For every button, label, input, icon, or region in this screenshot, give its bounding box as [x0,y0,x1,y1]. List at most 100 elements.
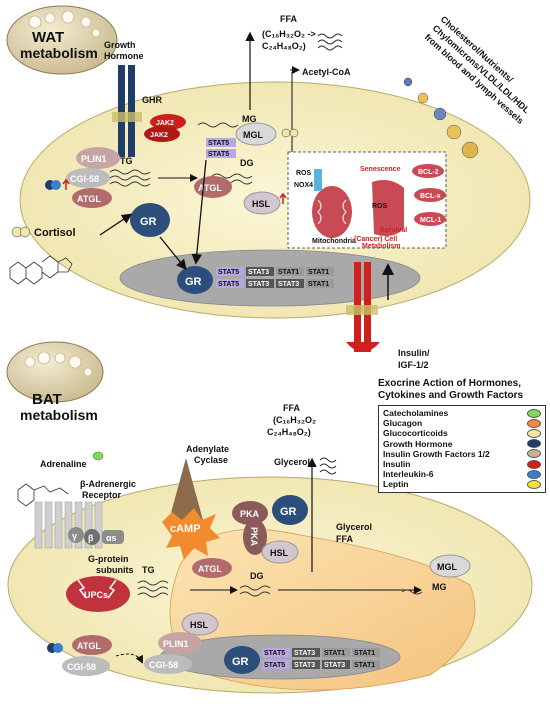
mcl1-label: MCL-1 [420,217,441,224]
bat-hsl-label: HSL [270,548,289,558]
stat5-label: STAT5 [218,269,239,276]
bat-nuclear-stats: STAT5 STAT3 STAT1 STAT1 STAT5 STAT3 STAT… [262,648,380,669]
wat-hsl-enzyme [243,191,281,215]
growth-hormone-label-1: Growth [104,40,136,50]
legend-item: Insulin Growth Factors 1/2 [383,449,541,459]
gamma-label: γ [72,531,77,541]
wat-gr-cyto [130,203,170,237]
legend-swatch-icon [527,429,541,438]
legend-item: Interleukin-6 [383,469,541,479]
stat1-label: STAT1 [308,281,329,288]
legend-item-label: Insulin [383,459,411,470]
cancer-metabolism-label-2: Metabolism [362,243,401,250]
wat-title-line1: WAT [32,29,64,46]
bat-atgl-upper [192,558,232,578]
nox4-label: NOX4 [294,182,313,189]
wat-title-line2: metabolism [20,45,98,61]
stat5-label: STAT5 [218,281,239,288]
ghr-receptor-right [128,65,135,157]
bat-gr-nucleus-label: GR [232,656,249,668]
mcl1-shape [414,212,446,226]
stat3-label: STAT3 [248,281,269,288]
legend-item-label: Glucagon [383,418,423,429]
adenylate-cyclase-label-1: Adenylate [186,444,229,454]
membrane-band [112,112,142,122]
stat5-label: STAT5 [264,650,285,657]
bat-tg-label: TG [142,565,155,575]
stat3-label: STAT3 [294,650,315,657]
bat-cgi58-right-label: CGI-58 [149,660,178,670]
stat3-label: STAT3 [324,662,345,669]
bcl2-shape [412,164,444,178]
wat-nucleus [119,249,421,307]
legend-item: Insulin [383,459,541,469]
gprotein-label-1: G-protein [88,554,129,564]
adenylate-cyclase-icon [168,458,204,524]
wat-atgl-left [72,188,112,208]
wat-atgl-left-label: ATGL [77,194,101,204]
bat-gr-cyto [272,495,308,525]
bat-droplets-icon [24,351,93,377]
bclx-label: BCL-x [420,193,441,200]
insulin-label-2: IGF-1/2 [398,360,429,370]
stat3-label: STAT3 [294,662,315,669]
wat-tg-chains-icon [109,169,151,187]
heat-bolt-icon [77,579,87,599]
legend-swatch-icon [527,408,541,418]
ucp-label: UPCs [84,590,108,600]
legend-swatch-icon [527,418,541,428]
insulin-label-1: Insulin/ [398,348,430,358]
wat-hsl-label: HSL [252,199,271,209]
bat-title-line2: metabolism [20,407,98,423]
g-alpha-s [102,530,124,544]
legend-swatch-icon [527,439,541,449]
nutrients-line-2: Chylomicrons/VLDL/LDL/HDL [431,23,532,116]
growth-hormone-label-2: Hormone [104,51,144,61]
beta-receptor-label-2: Receptor [82,490,122,500]
bat-cgi58-left-label: CGI-58 [67,662,96,672]
stat1-label: STAT1 [354,650,375,657]
arrow-gr-nucleus [159,236,187,271]
legend-title-line2: Cytokines and Growth Factors [378,390,524,401]
stat5-box [206,138,236,147]
stat1-label: STAT1 [308,269,329,276]
stat1-label: STAT1 [278,269,299,276]
bat-hsl-lower-label: HSL [190,620,209,630]
gprotein-label-2: subunits [96,565,134,575]
bat-mgl-label: MGL [437,562,457,572]
jak2-bottom [144,126,180,142]
arrow-cortisol-gr [99,213,133,236]
stat1-label: STAT1 [324,650,345,657]
survival-label: Survival [380,227,407,234]
alpha-s-label: αs [106,533,117,543]
membrane-band [346,305,378,315]
up-arrow-icon [279,192,287,204]
stat1-label: STAT1 [354,662,375,669]
beta-receptor-label-1: β-Adrenergic [80,479,136,489]
adrenaline-label: Adrenaline [40,459,87,469]
bat-tg-chains-icon [137,580,169,598]
legend-item: Catecholamines [383,408,541,418]
wat-nuclear-stats: STAT5 STAT3 STAT1 STAT1 STAT5 STAT3 STAT… [216,267,334,288]
bat-plin1-label: PLIN1 [163,639,189,649]
glycerol-ffa-label-1: Glycerol [336,522,372,532]
bat-atgl-lower [72,635,112,655]
legend-item-label: Leptin [383,479,409,490]
er-icon [372,180,404,236]
il6-dot [53,643,63,653]
bat-cgi58-left [62,656,110,676]
bat-cgi58-right [144,654,192,674]
wat-tg-label: TG [120,156,133,166]
bat-mgl-enzyme [429,554,471,578]
beta-label: β [88,533,94,543]
mitochondria-icon [312,186,352,238]
acetyl-coa-label: Acetyl-CoA [302,67,351,77]
adenylate-cyclase-label-2: Cyclase [194,455,228,465]
heat-bolt-icon [107,579,117,599]
legend-item: Glucagon [383,418,541,428]
legend-swatch-icon [527,469,541,479]
cortisol-label: Cortisol [34,227,76,239]
pka-bottom [243,519,267,555]
